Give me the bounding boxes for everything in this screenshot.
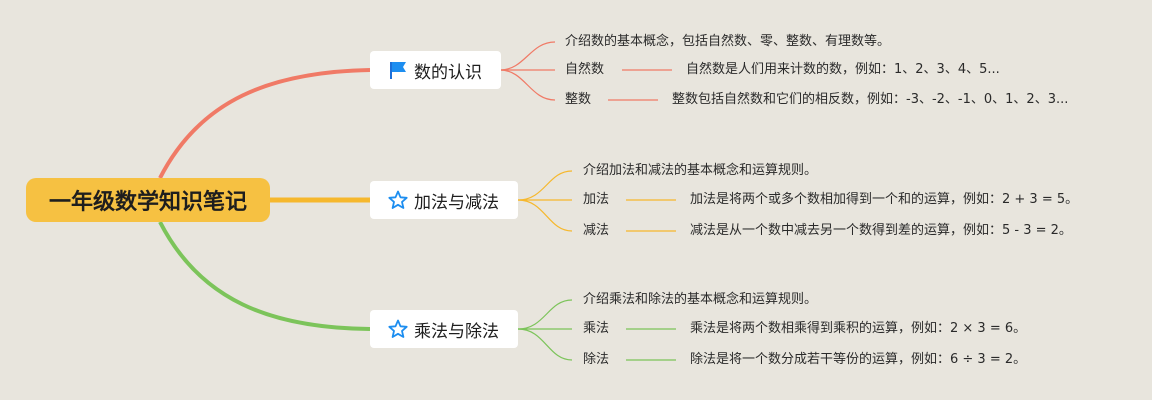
star-outline-icon [388, 319, 408, 339]
branch1-intro[interactable]: 介绍数的基本概念，包括自然数、零、整数、有理数等。 [565, 34, 891, 49]
connector-root-branch3 [158, 221, 371, 331]
connector-b1-item2 [499, 69, 556, 101]
branch1-item1-desc[interactable]: 自然数是人们用来计数的数，例如：1、2、3、4、5... [686, 62, 1000, 77]
branch3-intro[interactable]: 介绍乘法和除法的基本概念和运算规则。 [583, 292, 818, 307]
branch3-item2-desc[interactable]: 除法是将一个数分成若干等份的运算，例如：6 ÷ 3 = 2。 [690, 352, 1027, 367]
branch2-item2-term[interactable]: 减法 [583, 223, 610, 238]
branch-node-number-recognition[interactable]: 数的认识 [370, 51, 501, 89]
branch-label: 加法与减法 [414, 192, 499, 213]
connector-b3-intro [517, 299, 573, 330]
branch-node-multiplication-division[interactable]: 乘法与除法 [370, 310, 518, 348]
blue-flag-icon [388, 60, 408, 80]
branch3-item2-term[interactable]: 除法 [583, 352, 610, 367]
branch-label: 数的认识 [414, 62, 482, 83]
root-title: 一年级数学知识笔记 [48, 190, 247, 215]
star-outline-icon [388, 190, 408, 210]
connector-b3-item2 [517, 328, 573, 361]
branch-node-addition-subtraction[interactable]: 加法与减法 [370, 181, 518, 219]
branch2-item2-desc[interactable]: 减法是从一个数中减去另一个数得到差的运算，例如：5 - 3 = 2。 [690, 223, 1072, 238]
connector-b1-intro [499, 41, 556, 71]
connector-root-branch1 [158, 68, 371, 179]
branch3-item1-desc[interactable]: 乘法是将两个数相乘得到乘积的运算，例如：2 × 3 = 6。 [690, 321, 1027, 336]
branch-label: 乘法与除法 [414, 321, 499, 342]
connector-b2-intro [517, 170, 573, 201]
branch1-item2-term[interactable]: 整数 [565, 92, 592, 107]
connector-b2-item2 [517, 199, 573, 232]
branch2-item1-term[interactable]: 加法 [583, 192, 610, 207]
root-node[interactable]: 一年级数学知识笔记 [26, 178, 270, 222]
branch2-intro[interactable]: 介绍加法和减法的基本概念和运算规则。 [583, 163, 818, 178]
branch2-item1-desc[interactable]: 加法是将两个或多个数相加得到一个和的运算，例如：2 + 3 = 5。 [690, 192, 1079, 207]
branch3-item1-term[interactable]: 乘法 [583, 321, 610, 336]
branch1-item1-term[interactable]: 自然数 [565, 62, 605, 77]
branch1-item2-desc[interactable]: 整数包括自然数和它们的相反数，例如：-3、-2、-1、0、1、2、3... [672, 92, 1069, 107]
